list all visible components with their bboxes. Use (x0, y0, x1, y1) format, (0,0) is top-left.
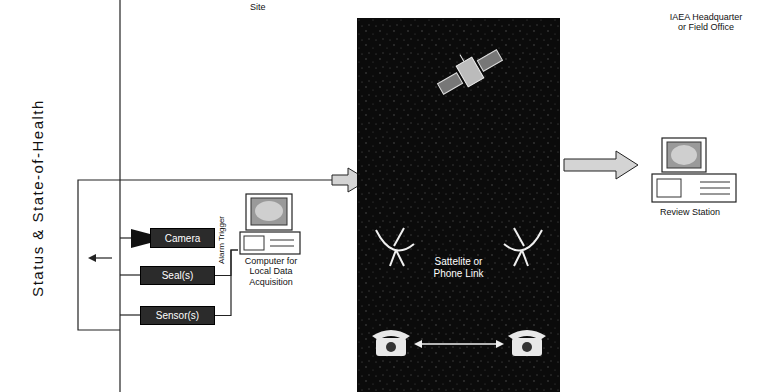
phone-left (372, 330, 410, 356)
transmission-panel (357, 18, 560, 392)
office-label: IAEA Headquarter or Field Office (665, 12, 747, 33)
review-station: Review Station (640, 135, 740, 227)
phone-right (508, 330, 546, 356)
status-label: Status & State-of-Health (29, 99, 46, 297)
camera-box: Camera (150, 228, 215, 248)
local-computer: Computer for Local Data Acquisition (238, 192, 304, 292)
status-bracket (78, 180, 120, 330)
node-text: Camera (165, 233, 201, 244)
phone-link-head (496, 340, 504, 348)
phone-link-line (420, 343, 498, 345)
dish-right (504, 228, 542, 266)
link-panel: Sattelite or Phone Link (357, 18, 560, 392)
sensor-wire (120, 314, 140, 315)
transfer-arrow (564, 151, 638, 179)
camera-wire (120, 237, 131, 238)
alarm-label: Alarm Trigger (217, 216, 226, 264)
data-line (120, 179, 332, 180)
local-computer-icon (240, 194, 300, 254)
status-arrow (94, 257, 112, 258)
review-station-icon (652, 138, 736, 202)
node-text: Seal(s) (162, 270, 194, 281)
node-text: Review Station (640, 207, 740, 217)
node-text: Sattelite or Phone Link (428, 256, 490, 279)
phone-link-head (414, 340, 422, 348)
node-text: Sensor(s) (156, 310, 199, 321)
site-label: Site (250, 2, 266, 12)
transfer-arrow-shape (564, 151, 638, 179)
seal-wire (120, 274, 140, 275)
node-text: Computer for Local Data Acquisition (238, 256, 304, 287)
site-boundary (119, 0, 120, 392)
dish-left (376, 228, 414, 266)
satellite-icon (431, 38, 506, 100)
status-arrowhead (88, 254, 96, 262)
camera-lens (131, 229, 150, 248)
sensor-box: Sensor(s) (140, 306, 215, 325)
seal-box: Seal(s) (140, 266, 215, 285)
